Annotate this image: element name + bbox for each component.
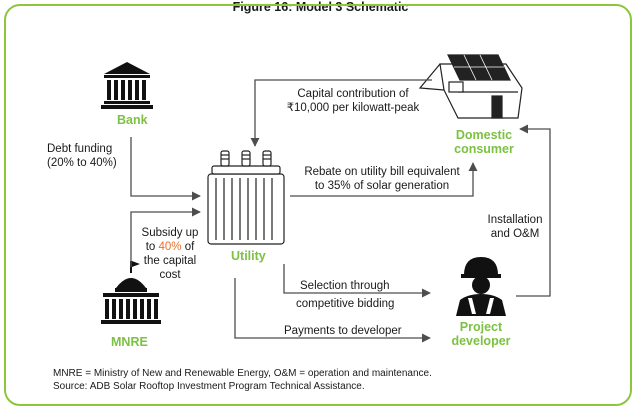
- subsidy-text: Subsidy up to 40% of the capital cost: [141, 226, 199, 282]
- installation-line1: Installation: [487, 214, 543, 226]
- subsidy-line4: cost: [159, 269, 181, 281]
- worker-with-hard-hat-icon: [456, 257, 506, 316]
- installation-line2: and O&M: [490, 228, 540, 240]
- mnre-label: MNRE: [111, 335, 148, 349]
- project-developer-label-line2: developer: [451, 334, 511, 348]
- project-developer-label-line1: Project: [459, 320, 503, 334]
- transformer-icon: [207, 150, 285, 245]
- capital-line2: ₹10,000 per kilowatt-peak: [286, 102, 420, 114]
- subsidy-percent: 40%: [158, 241, 182, 253]
- figure-title: Figure 16: Model 3 Schematic: [232, 0, 409, 14]
- domestic-consumer-label-line2: consumer: [454, 142, 514, 156]
- subsidy-line3: the capital: [143, 255, 197, 267]
- house-with-solar-panels-icon: [418, 54, 523, 119]
- utility-label: Utility: [231, 249, 266, 263]
- arrow-utility-to-consumer: [290, 162, 478, 197]
- footnote-abbreviations: MNRE = Ministry of New and Renewable Ene…: [53, 368, 432, 379]
- bank-label: Bank: [117, 113, 148, 127]
- subsidy-pre: to: [145, 241, 159, 253]
- arrow-bank-to-utility: [130, 137, 201, 201]
- domestic-consumer-label: Domestic consumer: [444, 128, 524, 156]
- subsidy-post: of: [181, 241, 195, 253]
- debt-funding-line2: (20% to 40%): [47, 157, 117, 169]
- arrow-mnre-to-utility: [130, 207, 201, 267]
- debt-funding-line1: Debt funding: [47, 143, 113, 155]
- capital-line1: Capital contribution of: [297, 88, 409, 100]
- rebate-text: Rebate on utility bill equivalent to 35%…: [291, 165, 473, 193]
- selection-line1: Selection through: [300, 280, 390, 292]
- payments-text: Payments to developer: [284, 325, 402, 337]
- footnote-source: Source: ADB Solar Rooftop Investment Pro…: [53, 381, 365, 392]
- selection-line2: competitive bidding: [296, 298, 395, 310]
- subsidy-line2: to 40% of: [141, 240, 199, 254]
- government-building-icon: [101, 261, 161, 324]
- arrow-developer-to-consumer: [516, 124, 551, 297]
- installation-text: Installation and O&M: [477, 213, 553, 241]
- arrow-payments: [234, 278, 431, 343]
- debt-funding-text: Debt funding (20% to 40%): [47, 142, 117, 170]
- project-developer-label: Project developer: [441, 320, 521, 348]
- arrow-consumer-to-utility: [250, 79, 432, 147]
- rebate-line1: Rebate on utility bill equivalent: [304, 166, 460, 178]
- figure-border: [4, 4, 632, 406]
- arrow-selection: [283, 264, 431, 298]
- subsidy-line1: Subsidy up: [141, 227, 199, 239]
- bank-icon: [101, 62, 153, 109]
- rebate-line2: to 35% of solar generation: [314, 180, 450, 192]
- domestic-consumer-label-line1: Domestic: [455, 128, 513, 142]
- capital-contribution-text: Capital contribution of ₹10,000 per kilo…: [278, 87, 428, 115]
